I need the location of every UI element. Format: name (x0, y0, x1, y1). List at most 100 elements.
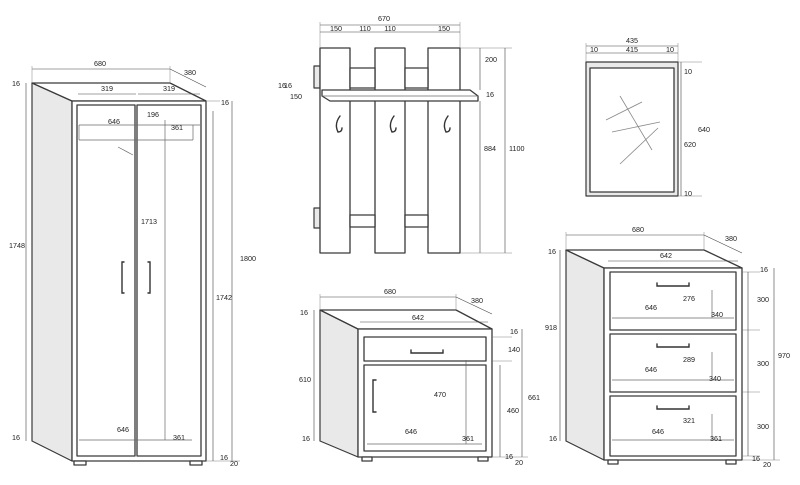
wardrobe-plinth-h: 20 (230, 459, 238, 468)
cabinet-left-h: 610 (299, 375, 311, 384)
chest-d2-width: 646 (645, 365, 657, 374)
hanger-panel-3 (427, 47, 461, 254)
wardrobe-front-height: 1742 (216, 293, 232, 302)
cabinet-top-th-l: 16 (300, 308, 308, 317)
wardrobe-door-right-width: 319 (163, 84, 175, 93)
hanger-w2: 110 (359, 24, 370, 33)
chest-handle-1 (656, 282, 690, 287)
wardrobe-shelf-top: 196 (147, 110, 159, 119)
cabinet-front-h: 460 (507, 406, 519, 415)
chest-depth: 380 (725, 234, 737, 243)
chest-width: 680 (632, 225, 644, 234)
shoe-cabinet: 680 380 642 16 16 140 610 470 460 661 16… (299, 287, 540, 467)
wardrobe-bottom-th: 16 (12, 433, 20, 442)
wardrobe-top-th-left: 16 (12, 79, 20, 88)
wardrobe-handle-left (121, 261, 125, 294)
hook-1 (335, 115, 343, 133)
chest-drawer2-h: 300 (757, 359, 769, 368)
hanger-total-height: 1100 (509, 144, 524, 153)
wardrobe-top-th-right: 16 (221, 98, 229, 107)
hanger-panel-1 (319, 47, 351, 254)
chest-top-th-l: 16 (548, 247, 556, 256)
cabinet-drawer-h: 140 (508, 345, 520, 354)
mirror-total-height: 640 (698, 125, 710, 134)
chest-handle-3 (656, 405, 690, 410)
chest-d3-width: 646 (652, 427, 664, 436)
cabinet-drawer-handle (410, 349, 444, 354)
wardrobe-width-label: 680 (94, 59, 106, 68)
hanger-top-gap: 200 (485, 55, 497, 64)
wardrobe-door-right (136, 104, 202, 457)
hanger-panel-2 (374, 47, 406, 254)
cabinet-inner-width: 642 (412, 313, 424, 322)
cabinet-top-th-r: 16 (510, 327, 518, 336)
hanger-w4: 150 (438, 24, 450, 33)
wardrobe-base-width: 646 (117, 425, 129, 434)
hanger-left-offset: 150 (290, 92, 302, 101)
wardrobe-depth-label: 380 (184, 68, 196, 77)
chest-inner-width: 642 (660, 251, 672, 260)
cabinet-door-handle (372, 379, 377, 413)
cabinet-plinth-h: 20 (515, 458, 523, 467)
mirror-glass-width: 415 (626, 45, 638, 54)
chest-d3-rail: 361 (710, 434, 722, 443)
cabinet-total-h: 661 (528, 393, 540, 402)
chest-d1-depth: 276 (683, 294, 695, 303)
cabinet-base-d: 361 (462, 434, 474, 443)
hanger-width: 670 (378, 14, 390, 23)
hanger-w1: 150 (330, 24, 342, 33)
wardrobe-plinth-th: 16 (220, 453, 228, 462)
chest-plinth-h: 20 (763, 460, 771, 469)
wardrobe-shelf-depth: 361 (171, 123, 183, 132)
mirror-glass (589, 67, 675, 193)
wardrobe-handle-right (147, 261, 151, 294)
cabinet-side (319, 309, 359, 458)
wardrobe-shelf-width: 646 (108, 117, 120, 126)
hanger-panel-height: 884 (484, 144, 496, 153)
cabinet-width: 680 (384, 287, 396, 296)
wardrobe-inner-height: 1713 (141, 217, 157, 226)
cabinet-base-th: 16 (302, 434, 310, 443)
mirror: 435 10 415 10 10 620 10 640 (585, 36, 710, 198)
wardrobe-total-height: 1800 (240, 254, 256, 263)
hanger-w3: 110 (384, 24, 395, 33)
mirror-frame-top: 10 (684, 67, 692, 76)
hook-3 (443, 115, 451, 133)
wardrobe-door-left (76, 104, 136, 457)
wardrobe: 680 380 319 319 16 16 196 646 361 1713 1… (9, 59, 256, 468)
chest-base-th: 16 (549, 434, 557, 443)
chest-total-h: 970 (778, 351, 790, 360)
chest-d2-depth: 289 (683, 355, 695, 364)
mirror-frame-right: 10 (666, 45, 674, 54)
wardrobe-side (31, 82, 73, 462)
mirror-width: 435 (626, 36, 638, 45)
cabinet-door-h: 470 (434, 390, 446, 399)
cabinet-plinth-th: 16 (505, 452, 513, 461)
wardrobe-base-depth: 361 (173, 433, 185, 442)
hook-2 (389, 115, 397, 133)
chest-d3-depth: 321 (683, 416, 695, 425)
chest-of-drawers: 680 380 642 16 16 918 300 300 300 970 27… (545, 225, 790, 469)
chest-drawer-1 (609, 271, 737, 331)
chest-handle-2 (656, 343, 690, 348)
mirror-frame-left: 10 (590, 45, 598, 54)
chest-top-th-r: 16 (760, 265, 768, 274)
hanger-shelf-th: 16 (486, 90, 494, 99)
cabinet-base-w: 646 (405, 427, 417, 436)
chest-drawer-3 (609, 395, 737, 457)
chest-drawer3-h: 300 (757, 422, 769, 431)
cabinet-depth: 380 (471, 296, 483, 305)
hanger-left-th-b: 16 (278, 81, 286, 90)
chest-d1-width: 646 (645, 303, 657, 312)
chest-left-h: 918 (545, 323, 557, 332)
mirror-frame-bottom: 10 (684, 189, 692, 198)
chest-d2-rail: 340 (709, 374, 721, 383)
chest-side (565, 249, 605, 461)
chest-drawer-2 (609, 333, 737, 393)
cabinet-drawer (363, 336, 487, 362)
hanger-left-th-a: 16 (284, 81, 292, 90)
chest-plinth-th: 16 (752, 454, 760, 463)
wardrobe-left-height: 1748 (9, 241, 25, 250)
wardrobe-door-left-width: 319 (101, 84, 113, 93)
